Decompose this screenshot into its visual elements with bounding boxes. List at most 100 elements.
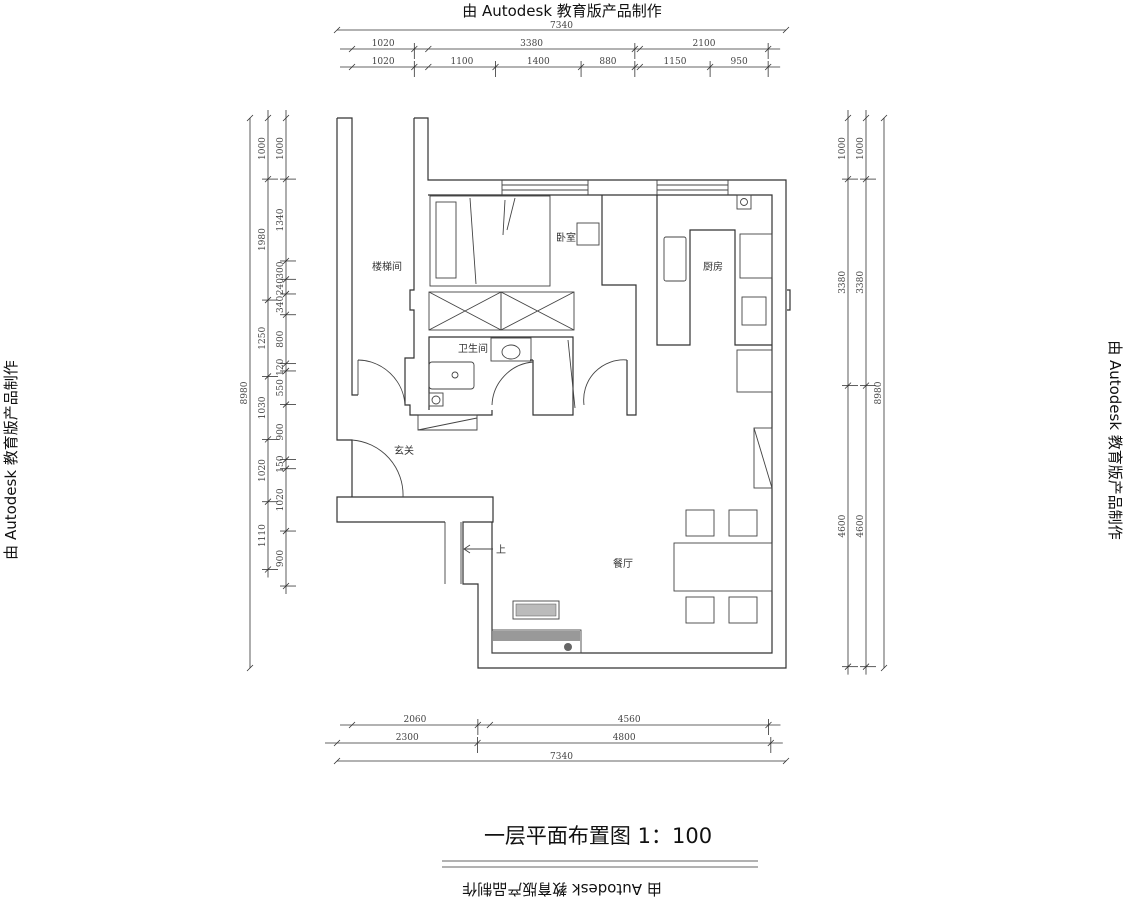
rug (512, 600, 560, 620)
dimension-label: 1400 (527, 57, 550, 67)
stair-treads (444, 522, 493, 584)
dimension-tick (782, 26, 790, 34)
dimension-tick (425, 63, 432, 71)
kitchen-drain (736, 194, 752, 210)
toilet (428, 361, 475, 390)
dining-chair (685, 509, 715, 537)
dimension-tick (636, 63, 644, 71)
watermark-right: 由 Autodesk 教育版产品制作 (1106, 340, 1124, 540)
dimension-label: 1110 (258, 524, 268, 547)
dimension-label: 300 (276, 261, 286, 278)
dimension-total: 7340 (550, 752, 573, 762)
dimension-tick (333, 757, 341, 765)
fridge (741, 296, 767, 326)
dimension-tick (782, 757, 790, 765)
tv-cabinet (491, 629, 582, 654)
dimension-label: 880 (599, 57, 616, 67)
dimension-label: 1000 (838, 137, 848, 160)
dimension-tick (880, 664, 888, 672)
drawing-title: 一层平面布置图 1：100 (484, 824, 712, 848)
room-label-bedroom: 卧室 (556, 231, 576, 244)
doors (351, 339, 628, 498)
dimension-label: 4560 (618, 715, 641, 725)
dining-table (673, 542, 773, 592)
dining-chair (685, 596, 715, 624)
dimension-tick (844, 114, 852, 122)
plant (564, 643, 572, 651)
dimension-label: 1020 (372, 57, 395, 67)
dimension-label: 1020 (276, 488, 286, 511)
dining-chair (728, 509, 758, 537)
dimension-tick (264, 114, 272, 122)
dimension-tick (862, 114, 870, 122)
dimension-label: 120 (276, 358, 286, 375)
dimension-label: 1100 (450, 57, 473, 67)
walls (336, 117, 791, 669)
windows (501, 180, 729, 195)
dimension-label: 3380 (856, 271, 866, 294)
dimension-total: 8980 (874, 381, 884, 404)
dimension-lines: 7340 1020 3380 2100 1020 1100 1400 880 1150 950 89… (240, 21, 888, 765)
dimension-total: 7340 (550, 21, 573, 31)
dimension-label: 1020 (258, 459, 268, 482)
room-label-entrance: 玄关 (394, 444, 414, 457)
furniture (428, 194, 773, 654)
dimension-tick (282, 114, 290, 122)
dimension-tick (348, 721, 356, 729)
dimension-label: 1030 (258, 396, 268, 419)
dimension-label: 2300 (396, 733, 419, 743)
dimension-label: 2060 (403, 715, 426, 725)
dimension-label: 1000 (258, 137, 268, 160)
dimension-label: 240 (276, 278, 286, 295)
washer (736, 349, 773, 393)
floor-drain (428, 392, 444, 407)
watermark-top: 由 Autodesk 教育版产品制作 (462, 2, 662, 20)
dimension-label: 1250 (258, 327, 268, 350)
dimension-tick (348, 63, 356, 71)
room-label-dining: 餐厅 (613, 557, 633, 570)
dimension-label: 550 (276, 379, 286, 396)
dimension-tick (348, 45, 356, 53)
dimension-tick (246, 664, 254, 672)
nightstand (576, 222, 600, 246)
stove (739, 233, 773, 279)
watermark-bottom: 由 Autodesk 教育版产品制作 (462, 880, 662, 898)
dimension-label: 950 (731, 57, 748, 67)
dimension-label: 900 (276, 423, 286, 440)
dimension-tick (880, 114, 888, 122)
dimension-label: 1340 (276, 208, 286, 231)
dimension-label: 4600 (856, 514, 866, 537)
dimension-total: 8980 (240, 381, 250, 404)
dimension-tick (333, 26, 341, 34)
dimension-label: 3380 (838, 271, 848, 294)
pillow (435, 201, 457, 279)
dimension-tick (246, 114, 254, 122)
dimension-tick (486, 721, 494, 729)
bed (429, 195, 551, 287)
dimension-label: 150 (276, 455, 286, 472)
dimension-label: 4600 (838, 514, 848, 537)
dimension-label: 4800 (613, 733, 636, 743)
dimension-label: 1020 (372, 39, 395, 49)
room-label-kitchen: 厨房 (703, 260, 723, 273)
watermark-left: 由 Autodesk 教育版产品制作 (2, 360, 20, 560)
shoe-cabinet (753, 427, 773, 489)
dimension-tick (636, 45, 644, 53)
wardrobe-right (500, 291, 575, 331)
dining-chair (728, 596, 758, 624)
room-label-bathroom: 卫生间 (458, 342, 488, 355)
dimension-label: 1150 (664, 57, 687, 67)
dimension-label: 340 (276, 295, 286, 312)
dimension-label: 2100 (693, 39, 716, 49)
kitchen-sink (663, 236, 687, 282)
dimension-label: 800 (276, 330, 286, 347)
dimension-label: 3380 (520, 39, 543, 49)
dimension-tick (425, 45, 432, 53)
dimension-tick (333, 739, 341, 747)
wash-basin (490, 337, 532, 362)
room-label-stairwell: 楼梯间 (372, 260, 402, 273)
dimension-label: 900 (276, 550, 286, 567)
dimension-label: 1000 (856, 137, 866, 160)
dimension-label: 1000 (276, 137, 286, 160)
stair-up-label: 上 (496, 544, 506, 556)
